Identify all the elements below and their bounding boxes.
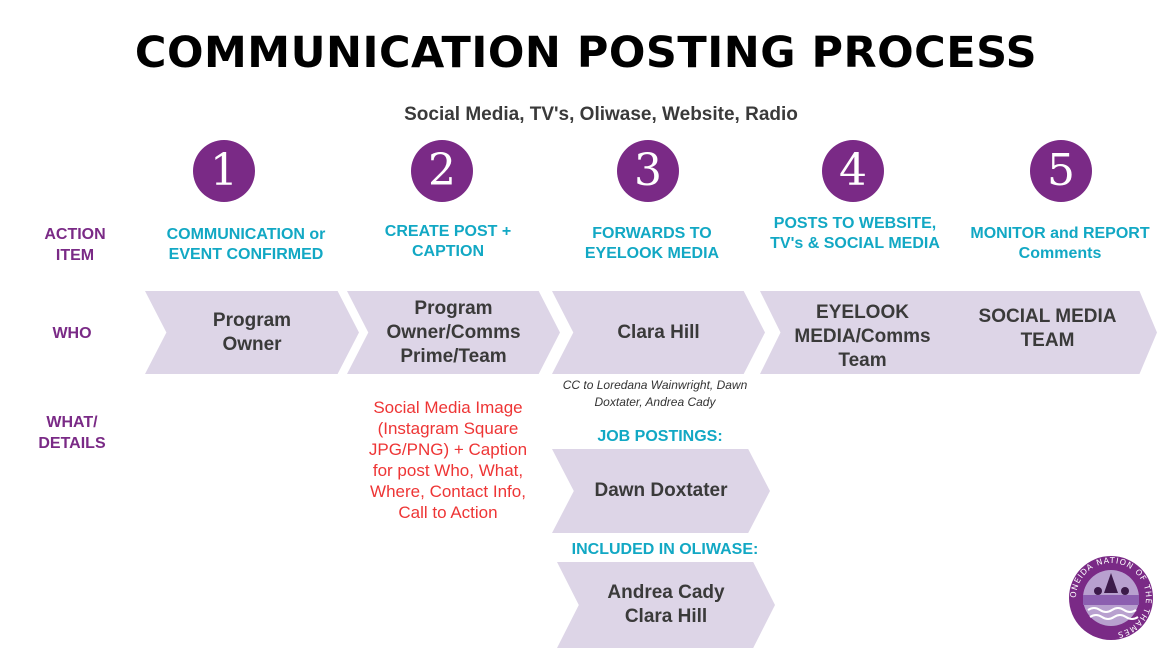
- row-label-what: WHAT/ DETAILS: [38, 414, 106, 452]
- step-2-action: CREATE POST + CAPTION: [384, 223, 512, 260]
- row-label-who: WHO: [52, 325, 92, 342]
- step-1-who: Program Owner: [212, 309, 292, 355]
- step-3-number: 3: [617, 140, 679, 202]
- step-4-number: 4: [822, 140, 884, 202]
- oneida-nation-seal-icon: ONEIDA NATION OF THE THAMES: [1069, 556, 1153, 640]
- oliwase-who: Andrea Cady Clara Hill: [607, 582, 725, 627]
- step-5-action: MONITOR and REPORT Comments: [970, 225, 1150, 262]
- job-postings-chevron: Dawn Doxtater: [552, 449, 770, 533]
- step-1-action: COMMUNICATION or EVENT CONFIRMED: [166, 226, 326, 263]
- step-5-who: SOCIAL MEDIA TEAM: [978, 305, 1117, 351]
- step-3-action: FORWARDS TO EYELOOK MEDIA: [584, 225, 720, 262]
- step-2-who: Program Owner/Comms Prime/Team: [386, 297, 521, 367]
- step-5-number: 5: [1030, 140, 1092, 202]
- step-2-details: Social Media Image (Instagram Square JPG…: [368, 398, 528, 522]
- row-label-action: ACTION ITEM: [44, 226, 106, 264]
- oliwase-chevron: Andrea Cady Clara Hill: [557, 562, 775, 648]
- step-3-cc-note: CC to Loredana Wainwright, Dawn Doxtater…: [562, 378, 748, 409]
- step-3-who: Clara Hill: [617, 321, 700, 343]
- job-postings-heading: JOB POSTINGS:: [597, 428, 723, 445]
- step-5-who-chevron: SOCIAL MEDIA TEAM: [938, 291, 1157, 374]
- page-title: COMMUNICATION POSTING PROCESS: [134, 28, 1038, 78]
- step-1-who-chevron: Program Owner: [145, 291, 359, 374]
- job-postings-who: Dawn Doxtater: [594, 480, 728, 501]
- step-2-number: 2: [411, 140, 473, 202]
- step-2-who-chevron: Program Owner/Comms Prime/Team: [347, 291, 560, 374]
- oliwase-heading: INCLUDED IN OLIWASE:: [571, 541, 759, 558]
- step-4-who: EYELOOK MEDIA/Comms Team: [794, 301, 931, 371]
- step-3-who-chevron: Clara Hill: [552, 291, 765, 374]
- step-4-action: POSTS TO WEBSITE, TV's & SOCIAL MEDIA: [770, 215, 940, 252]
- step-1-number: 1: [193, 140, 255, 202]
- step-4-who-chevron: EYELOOK MEDIA/Comms Team: [760, 291, 965, 374]
- page-subtitle: Social Media, TV's, Oliwase, Website, Ra…: [404, 104, 798, 125]
